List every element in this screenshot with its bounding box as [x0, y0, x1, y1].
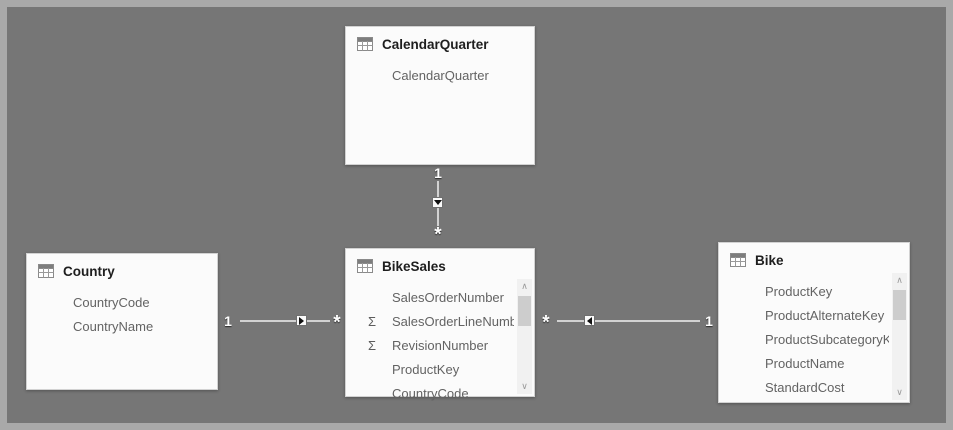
field-name: ProductAlternateKey — [765, 307, 885, 323]
field-name: StandardCost — [765, 379, 845, 395]
cardinality-one-label: 1 — [224, 313, 232, 329]
relationship-direction-marker[interactable] — [432, 197, 443, 208]
table-icon — [730, 253, 746, 267]
field-list: CountryCode CountryName — [27, 290, 217, 338]
cardinality-many-label: * — [434, 224, 442, 246]
table-card-bike[interactable]: Bike ProductKey ProductAlternateKey Prod… — [718, 242, 910, 403]
scrollbar-thumb[interactable] — [518, 296, 531, 326]
cardinality-one-label: 1 — [705, 313, 713, 329]
scroll-down-icon[interactable]: ∨ — [521, 381, 528, 391]
field-item[interactable]: ProductKey — [346, 357, 534, 381]
scroll-down-icon[interactable]: ∨ — [896, 387, 903, 397]
cardinality-many-label: * — [333, 312, 341, 334]
arrow-left-icon — [587, 316, 592, 325]
scroll-up-icon[interactable]: ∧ — [896, 275, 903, 285]
table-title: BikeSales — [382, 258, 446, 274]
table-icon — [357, 259, 373, 273]
field-item[interactable]: Σ RevisionNumber — [346, 333, 534, 357]
field-item[interactable]: ProductName — [719, 351, 909, 375]
field-name: RevisionNumber — [392, 337, 489, 353]
model-canvas[interactable]: 1 * 1 * * 1 — [7, 7, 946, 423]
relationship-direction-marker[interactable] — [584, 315, 595, 326]
sigma-icon: Σ — [368, 313, 377, 329]
scrollbar-thumb[interactable] — [893, 290, 906, 320]
field-name: ProductKey — [765, 283, 833, 299]
field-name: SalesOrderLineNumber — [392, 313, 514, 329]
table-card-country[interactable]: Country CountryCode CountryName — [26, 253, 218, 390]
field-item[interactable]: CountryCode — [27, 290, 217, 314]
field-name: CountryName — [73, 318, 154, 334]
cardinality-one-label: 1 — [434, 165, 442, 181]
field-item[interactable]: CountryCode — [346, 381, 534, 405]
table-header[interactable]: BikeSales — [346, 249, 534, 281]
table-title: Country — [63, 263, 115, 279]
relationship-line[interactable] — [240, 320, 330, 322]
table-title: CalendarQuarter — [382, 36, 489, 52]
table-card-bikesales[interactable]: BikeSales SalesOrderNumber Σ SalesOrderL… — [345, 248, 535, 401]
field-item[interactable]: CountryName — [27, 314, 217, 338]
table-icon — [357, 37, 373, 51]
vertical-scrollbar[interactable]: ∧ ∨ — [892, 273, 907, 400]
field-item[interactable]: Σ SalesOrderLineNumber — [346, 309, 534, 333]
arrow-down-icon — [433, 200, 442, 205]
field-item[interactable]: CalendarQuarter — [346, 63, 534, 87]
cardinality-many-label: * — [542, 312, 550, 334]
arrow-right-icon — [299, 316, 304, 325]
table-header[interactable]: Country — [27, 254, 217, 286]
field-item[interactable]: ProductSubcategoryKey — [719, 327, 909, 351]
table-title: Bike — [755, 252, 784, 268]
field-list: CalendarQuarter — [346, 63, 534, 87]
relationship-line[interactable] — [557, 320, 700, 322]
field-name: ProductSubcategoryKey — [765, 331, 889, 347]
field-name: ProductName — [765, 355, 845, 371]
vertical-scrollbar[interactable]: ∧ ∨ — [517, 279, 532, 394]
field-item[interactable]: ProductAlternateKey — [719, 303, 909, 327]
field-item[interactable]: ProductKey — [719, 279, 909, 303]
field-list: SalesOrderNumber Σ SalesOrderLineNumber … — [346, 285, 534, 405]
table-icon — [38, 264, 54, 278]
field-name: CountryCode — [392, 385, 469, 401]
field-name: CountryCode — [73, 294, 150, 310]
field-list: ProductKey ProductAlternateKey ProductSu… — [719, 279, 909, 399]
field-item[interactable]: SalesOrderNumber — [346, 285, 534, 309]
sigma-icon: Σ — [368, 337, 377, 353]
table-header[interactable]: CalendarQuarter — [346, 27, 534, 59]
table-header[interactable]: Bike — [719, 243, 909, 275]
field-name: CalendarQuarter — [392, 67, 489, 83]
field-item[interactable]: StandardCost — [719, 375, 909, 399]
scroll-up-icon[interactable]: ∧ — [521, 281, 528, 291]
field-name: SalesOrderNumber — [392, 289, 504, 305]
field-name: ProductKey — [392, 361, 460, 377]
table-card-calendarquarter[interactable]: CalendarQuarter CalendarQuarter — [345, 26, 535, 165]
relationship-direction-marker[interactable] — [296, 315, 307, 326]
